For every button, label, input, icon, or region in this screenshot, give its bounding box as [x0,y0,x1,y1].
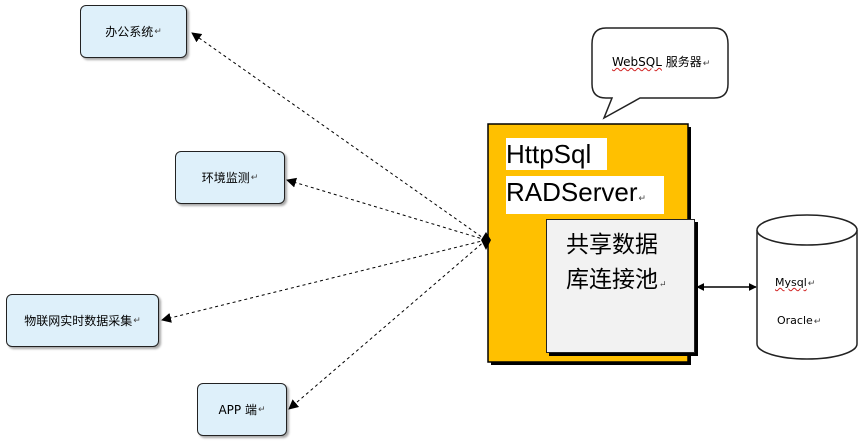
connector-env [286,177,487,241]
pool-label-line2: 库连接池↵ [566,265,667,300]
paragraph-mark: ↵ [257,404,266,415]
callout-label-server: 服务器 [661,55,702,69]
client-office[interactable]: 办公系统↵ [80,5,187,58]
client-app[interactable]: APP 端↵ [197,383,287,436]
connection-pool-box [546,219,695,353]
server-title-line2: RADServer↵ [506,176,664,214]
connector-iot [161,239,487,323]
pool-label-line2-text: 库连接池 [566,267,658,293]
paragraph-mark: ↵ [154,26,162,37]
paragraph-mark: ↵ [250,172,259,183]
connector-app [288,239,487,410]
connector-office [191,32,487,241]
server-title-line1-text: HttpSql [506,139,592,169]
paragraph-mark: ↵ [133,315,141,326]
paragraph-mark: ↵ [807,279,816,289]
client-office-label: 办公系统 [105,25,154,39]
paragraph-mark: ↵ [659,280,667,290]
client-env-label: 环境监测 [201,171,250,185]
callout-label-webql: WebSQL [612,55,662,69]
client-iot[interactable]: 物联网实时数据采集↵ [6,294,159,347]
database-cylinder [756,214,858,360]
server-title-line1: HttpSql [506,138,607,170]
paragraph-mark: ↵ [813,317,822,327]
callout-label: WebSQL 服务器↵ [612,53,710,70]
paragraph-mark: ↵ [638,193,647,203]
client-env[interactable]: 环境监测↵ [175,151,285,204]
client-iot-label: 物联网实时数据采集 [24,314,133,328]
server-title-line2-text: RADServer [506,177,638,207]
db-item-mysql-text: Mysql [775,276,807,289]
db-item-mysql: Mysql↵ [775,276,815,289]
callout-bubble [591,27,729,120]
paragraph-mark: ↵ [702,59,711,69]
server-connector-point [481,232,491,250]
client-app-label: APP 端 [218,403,257,417]
pool-label-line1: 共享数据 [566,232,658,258]
db-item-oracle-text: Oracle [777,314,813,327]
db-item-oracle: Oracle↵ [777,314,821,327]
